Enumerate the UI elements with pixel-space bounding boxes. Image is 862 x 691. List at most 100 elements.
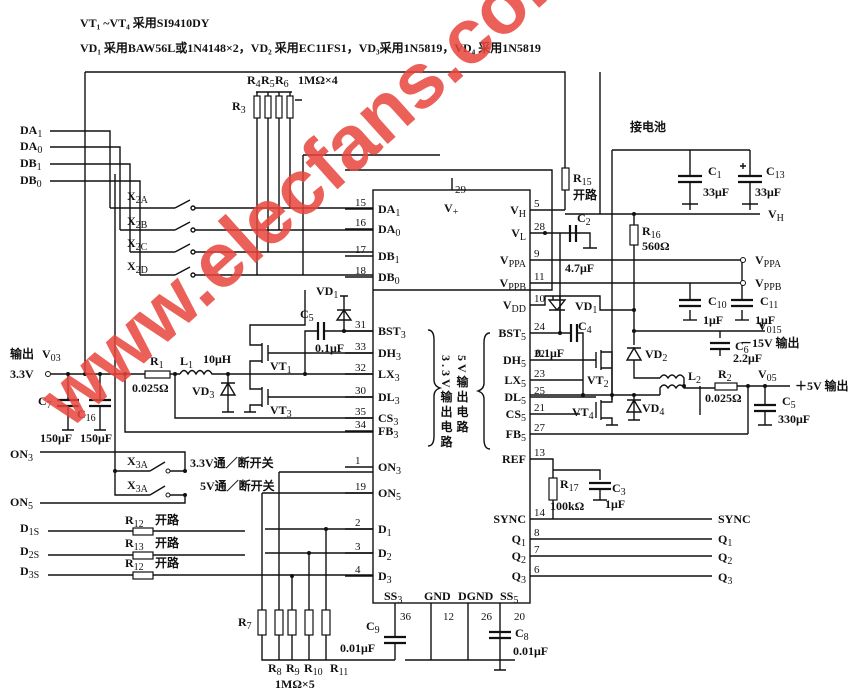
svg-text:D3S: D3S (20, 564, 39, 581)
ic-vplus-pin: 29 V+ (444, 178, 467, 218)
ic-pin-right: 6Q3 (512, 564, 540, 586)
svg-text:VDD: VDD (503, 298, 526, 315)
sync-q-wires (530, 518, 712, 577)
svg-text:C2: C2 (577, 211, 591, 228)
ic-pin-right: 7Q2 (512, 544, 540, 566)
vpp-wires (530, 259, 743, 320)
svg-text:9: 9 (534, 248, 540, 260)
svg-text:LX3: LX3 (378, 367, 400, 384)
svg-text:4.7μF: 4.7μF (565, 261, 594, 275)
svg-text:L1: L1 (180, 354, 193, 371)
svg-text:DA1: DA1 (20, 123, 42, 140)
svg-text:R7: R7 (238, 615, 252, 632)
svg-text:31: 31 (355, 319, 366, 331)
svg-text:19: 19 (355, 481, 367, 493)
svg-text:VT2: VT2 (587, 373, 609, 390)
svg-text:DH3: DH3 (378, 346, 401, 363)
svg-text:R1: R1 (150, 354, 164, 371)
block-3v3-text: 3.3V输出电路 (439, 355, 453, 451)
svg-text:R12: R12 (125, 513, 144, 530)
svg-text:REF: REF (502, 452, 526, 466)
q1-output-label: Q1 (718, 532, 732, 549)
plus5v-output-label: ＋5V 输出 (795, 378, 848, 393)
svg-text:R11: R11 (330, 661, 348, 678)
ic-pin-right: 14 SYNC (493, 507, 545, 526)
capacitor-c6: C6 2.2μF (710, 339, 762, 365)
svg-text:VD2: VD2 (645, 347, 667, 364)
svg-text:LX5: LX5 (504, 373, 526, 390)
svg-text:29: 29 (455, 184, 467, 196)
svg-text:X3A: X3A (127, 454, 149, 471)
svg-text:R3: R3 (232, 99, 246, 116)
on-switches: X3A X3A 3.3V通／断开关 5V通／断开关 (40, 174, 373, 660)
svg-text:100kΩ: 100kΩ (550, 499, 585, 513)
v33-value: 3.3V (10, 367, 34, 381)
svg-text:1: 1 (355, 455, 361, 467)
svg-text:C9: C9 (366, 619, 380, 636)
svg-text:Q2: Q2 (512, 549, 526, 566)
resistor-r2: R2 0.025Ω (699, 367, 790, 434)
svg-text:6: 6 (534, 564, 540, 576)
svg-text:26: 26 (481, 611, 493, 623)
battery-label: 接电池 (630, 119, 666, 134)
battery-rail (611, 149, 751, 400)
svg-text:X2B: X2B (127, 214, 148, 231)
svg-text:0.025Ω: 0.025Ω (132, 381, 169, 395)
svg-text:R16: R16 (642, 224, 661, 241)
svg-text:C3: C3 (612, 481, 626, 498)
svg-text:D1: D1 (378, 522, 392, 539)
svg-text:18: 18 (355, 265, 367, 277)
svg-text:R9: R9 (286, 661, 300, 678)
capacitor-c5-output: C5 330μF (754, 394, 810, 426)
svg-text:R13: R13 (125, 536, 144, 553)
svg-text:24: 24 (534, 321, 546, 333)
svg-text:BST3: BST3 (378, 324, 406, 341)
diode-vd2: VD2 (625, 346, 667, 379)
svg-text:C4: C4 (578, 319, 592, 336)
diode-vd3: VD3 (192, 372, 237, 413)
svg-text:33: 33 (355, 341, 367, 353)
svg-text:27: 27 (534, 422, 546, 434)
capacitor-c1: C1 33μF (678, 164, 729, 205)
svg-text:C10: C10 (708, 294, 727, 311)
svg-text:35: 35 (355, 406, 367, 418)
svg-text:FB5: FB5 (506, 427, 526, 444)
svg-text:14: 14 (534, 507, 546, 519)
v015-wire (634, 330, 765, 338)
svg-text:33μF: 33μF (755, 185, 781, 199)
svg-text:R6: R6 (275, 73, 289, 90)
svg-text:V+: V+ (444, 201, 459, 218)
v015-label: V015 (758, 319, 782, 336)
svg-text:150μF: 150μF (40, 431, 72, 445)
svg-text:SYNC: SYNC (493, 512, 526, 526)
svg-text:FB3: FB3 (378, 424, 398, 441)
v05-label: V05 (758, 367, 777, 384)
switches-x2: X2A X2B X2C X2D (127, 154, 553, 291)
svg-text:15: 15 (355, 197, 367, 209)
svg-text:36: 36 (400, 611, 412, 623)
svg-text:R8: R8 (268, 661, 282, 678)
capacitor-c8: C8 0.01μF (489, 626, 548, 658)
q2-output-label: Q2 (718, 550, 732, 567)
svg-text:Q1: Q1 (512, 532, 526, 549)
ref-network-r17-c3: R17 100kΩ C3 1μF (530, 458, 626, 519)
block-5v-text: 5V输出电路 (455, 355, 469, 436)
cs5-fb5-wire (530, 413, 748, 435)
transistor-vt4: VT4 (530, 395, 618, 426)
svg-text:R17: R17 (560, 477, 579, 494)
svg-text:VL: VL (511, 226, 526, 243)
